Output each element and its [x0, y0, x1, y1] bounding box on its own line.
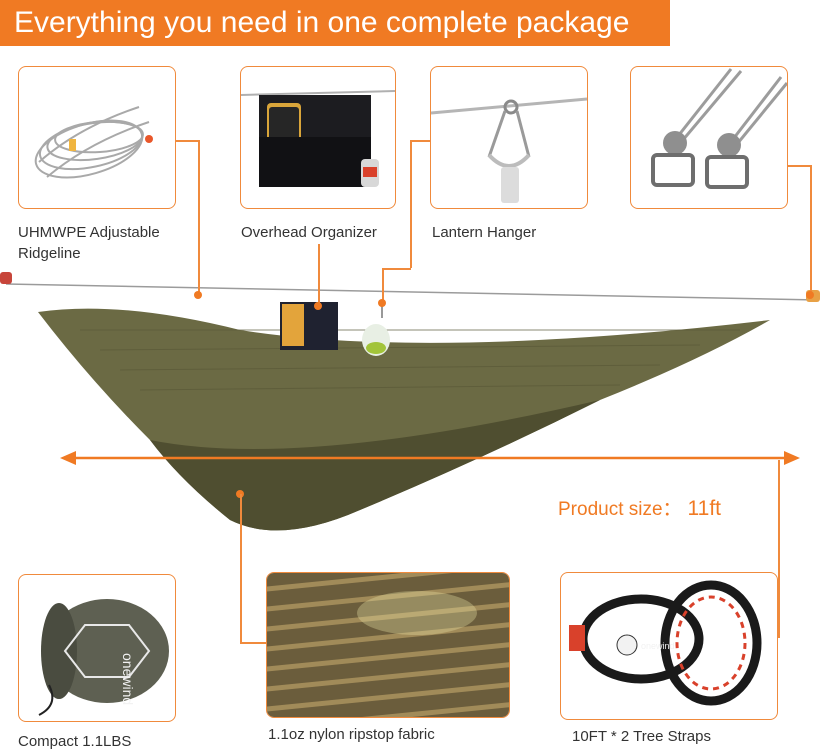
connector-lantern — [410, 140, 412, 268]
buckle-card — [630, 66, 788, 209]
connector-lantern-dot — [378, 299, 386, 307]
connector-buckle-dot — [806, 291, 814, 299]
hammock-illustration — [0, 272, 820, 531]
connector-fabric — [240, 494, 242, 642]
product-size-label: Product size： — [558, 499, 682, 520]
tree-straps-card: onewind — [560, 572, 778, 720]
product-size: Product size：11ft — [558, 494, 721, 521]
strap-brand: onewind — [641, 641, 675, 651]
connector-ridgeline — [198, 140, 200, 294]
tree-straps-label: 10FT * 2 Tree Straps — [572, 728, 711, 745]
connector-lantern-v2 — [382, 268, 384, 302]
lantern-hanger-image — [431, 97, 587, 203]
fabric-image — [267, 573, 509, 717]
connector-lantern-h2 — [382, 268, 411, 270]
organizer-image — [241, 90, 395, 187]
connector-organizer — [318, 244, 320, 306]
stuff-sack-label: Compact 1.1LBS — [18, 733, 132, 750]
connector-lantern-h — [410, 140, 430, 142]
banner-title: Everything you need in one complete pack… — [14, 6, 630, 39]
tree-straps-image: onewind — [569, 580, 762, 706]
lantern-hanger-label: Lantern Hanger — [432, 224, 537, 241]
fabric-card — [266, 572, 510, 718]
connector-buckle — [788, 165, 810, 167]
connector-buckle-v — [810, 165, 812, 295]
product-size-value: 11ft — [687, 497, 722, 520]
buckle-image — [651, 68, 787, 189]
header-banner: Everything you need in one complete pack… — [0, 0, 670, 46]
ridgeline-label: UHMWPE Adjustable Ridgeline — [18, 224, 160, 262]
connector-ridgeline-dot — [194, 291, 202, 299]
connector-straps — [778, 460, 780, 638]
size-arrow — [60, 451, 800, 465]
stuff-sack-image: onewind — [38, 599, 169, 716]
ridgeline-rope — [5, 283, 819, 301]
stuff-sack-brand: onewind — [120, 653, 136, 705]
connector-organizer-dot — [314, 302, 322, 310]
stuff-sack-card: onewind — [18, 574, 176, 722]
connector-fabric-h — [240, 642, 266, 644]
fabric-label: 1.1oz nylon ripstop fabric — [268, 726, 435, 743]
lantern-hanger-card — [430, 66, 588, 209]
organizer-card — [240, 66, 396, 209]
ridgeline-card — [18, 66, 176, 209]
organizer-label: Overhead Organizer — [241, 224, 377, 241]
rope-coil-image — [34, 106, 153, 179]
connector-ridgeline-h — [176, 140, 198, 142]
